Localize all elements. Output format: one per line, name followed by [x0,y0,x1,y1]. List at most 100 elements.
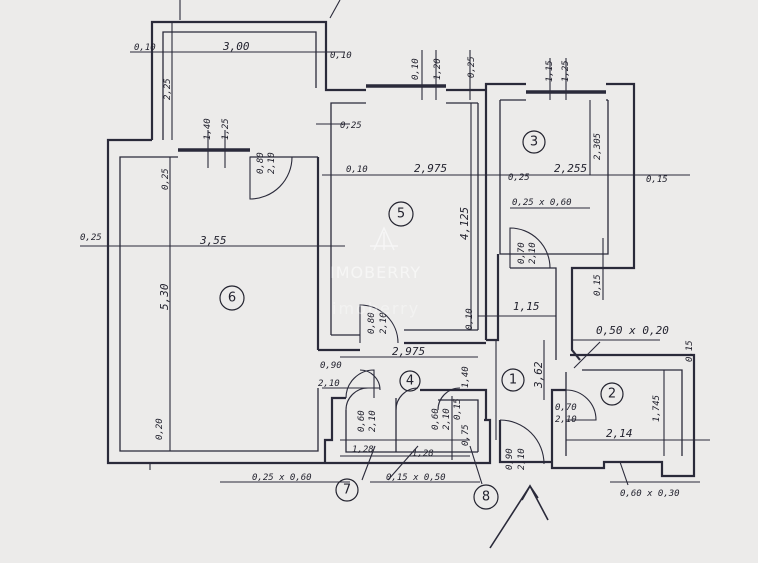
dim-door2-0-70: 0,70 [555,403,577,413]
dim-0-25-far: 0,25 [80,233,102,243]
watermark-sub: imoberry [332,299,420,318]
room-label-4: 4 [406,374,414,389]
dim-top-0-10: 0,10 [134,43,156,53]
dim-door8-0-60: 0,60 [431,408,441,430]
dim-1-28a: 1,28 [352,445,374,455]
watermark: IMOBERRY imoberry [330,226,420,318]
dim-0-25-left: 0,25 [161,168,171,190]
dim-0-75: 0,75 [461,424,471,446]
dimension-lines [80,0,710,486]
dim-1-28b: 1,28 [412,449,434,459]
door-room6 [249,156,293,200]
wall-entry [498,420,552,464]
dim-5-30: 5,30 [158,283,171,310]
door-room4-swing [359,369,381,391]
dim-door5-0-80: 0,80 [367,312,377,334]
wall-3-top-left [484,82,526,90]
door-room2 [565,389,597,421]
room-labels: 1 2 3 4 5 6 7 8 [219,130,624,510]
wall-entry-right [550,388,566,420]
watermark-logo-icon [370,226,398,251]
dim-0-15-b: 0,15 [685,340,695,362]
dim-door7-0-60: 0,60 [357,410,367,432]
dim-0-25x0-60-b: 0,25 x 0,60 [252,473,312,483]
dim-0-25x0-60: 0,25 x 0,60 [512,198,572,208]
entry-arrow-icon [489,484,549,549]
dim-0-20: 0,20 [155,418,165,440]
wall-annex-outer [150,20,328,140]
wall-5-top-left [324,80,366,92]
room-label-8: 8 [482,490,490,505]
dim-2-975-mid: 2,975 [392,345,425,358]
dim-2-305: 2,305 [593,133,603,160]
dim-1-745: 1,745 [652,395,662,422]
dim-door3-0-70: 0,70 [517,242,527,264]
wall-room2-inner [582,369,683,456]
dim-0-60x0-30: 0,60 x 0,30 [620,489,680,499]
dim-0-50x0-20: 0,50 x 0,20 [596,324,669,337]
wall-hall-left [486,254,500,342]
dim-0-15-r: 0,15 [646,175,668,185]
dim-door8-2-10: 2,10 [442,408,452,430]
room-label-2: 2 [608,387,616,402]
wall-3-inner [499,100,609,255]
wall-hall-right-inner [510,267,557,360]
dim-win3-1-15: 1,15 [545,60,555,82]
room-label-5: 5 [397,207,405,222]
dim-0-10-5: 0,10 [346,165,368,175]
dim-entry-2-10: 2,10 [517,448,527,470]
dim-door2-2-10: 2,10 [555,415,577,425]
door-room7 [345,387,369,411]
dim-0-15-v: 0,15 [453,398,463,420]
wall-7-left [323,396,346,463]
wall-7-bottom-inner [345,410,478,453]
dim-door6-2-10: 2,10 [267,152,277,174]
dim-0-15-side: 0,15 [593,274,603,296]
wall-5-top-left-inner [330,102,366,170]
dim-4-125: 4,125 [458,207,471,240]
dim-0-10-b5: 0,10 [465,308,475,330]
dim-2-14: 2,14 [606,427,633,440]
dimension-labels: 0,10 3,00 0,10 2,25 1,40 1,25 0,25 0,80 … [80,40,695,499]
wall-room2-outer [550,353,696,478]
room-label-3: 3 [530,135,538,150]
wall-room6-inner [119,156,319,452]
door-entry [499,419,545,465]
wall-hall-right [570,312,581,361]
walls [106,20,696,478]
wall-8-top [420,388,488,420]
wall-3-outer [570,82,636,312]
room-label-6: 6 [228,291,236,306]
dim-top-0-10b: 0,10 [330,51,352,61]
room-label-7: 7 [343,483,351,498]
dim-0-90: 0,90 [320,361,342,371]
door-room3 [509,227,551,269]
dim-win5-0-10: 0,10 [411,58,421,80]
door-room4 [345,369,375,399]
dim-2-10-left: 2,10 [318,379,340,389]
room-label-1: 1 [509,373,517,388]
dim-win3-1-25: 1,25 [561,60,571,82]
wall-annex-inner [162,31,317,140]
wall-room6-outer [106,138,325,465]
dim-2-25: 2,25 [163,78,173,100]
dim-win6-1-40: 1,40 [203,118,213,140]
dim-3-55: 3,55 [199,234,227,247]
doors [249,156,597,465]
door-room5 [359,304,399,344]
dim-0-15x0-50: 0,15 x 0,50 [386,473,446,483]
dim-1-15: 1,15 [513,300,540,313]
dim-0-25-mid: 0,25 [340,121,362,131]
dim-3-62: 3,62 [532,361,545,389]
door-room7b [395,387,419,411]
dim-0-25-top5: 0,25 [467,56,477,78]
dim-0-25-r3: 0,25 [508,173,530,183]
windows [178,84,606,152]
dim-door5-2-10: 2,10 [379,312,389,334]
dim-2-255: 2,255 [554,162,587,175]
dim-2-975-top: 2,975 [414,162,447,175]
dim-1-40: 1,40 [461,366,471,388]
dim-win6-1-25: 1,25 [221,118,231,140]
dim-top-3-00: 3,00 [222,40,250,53]
